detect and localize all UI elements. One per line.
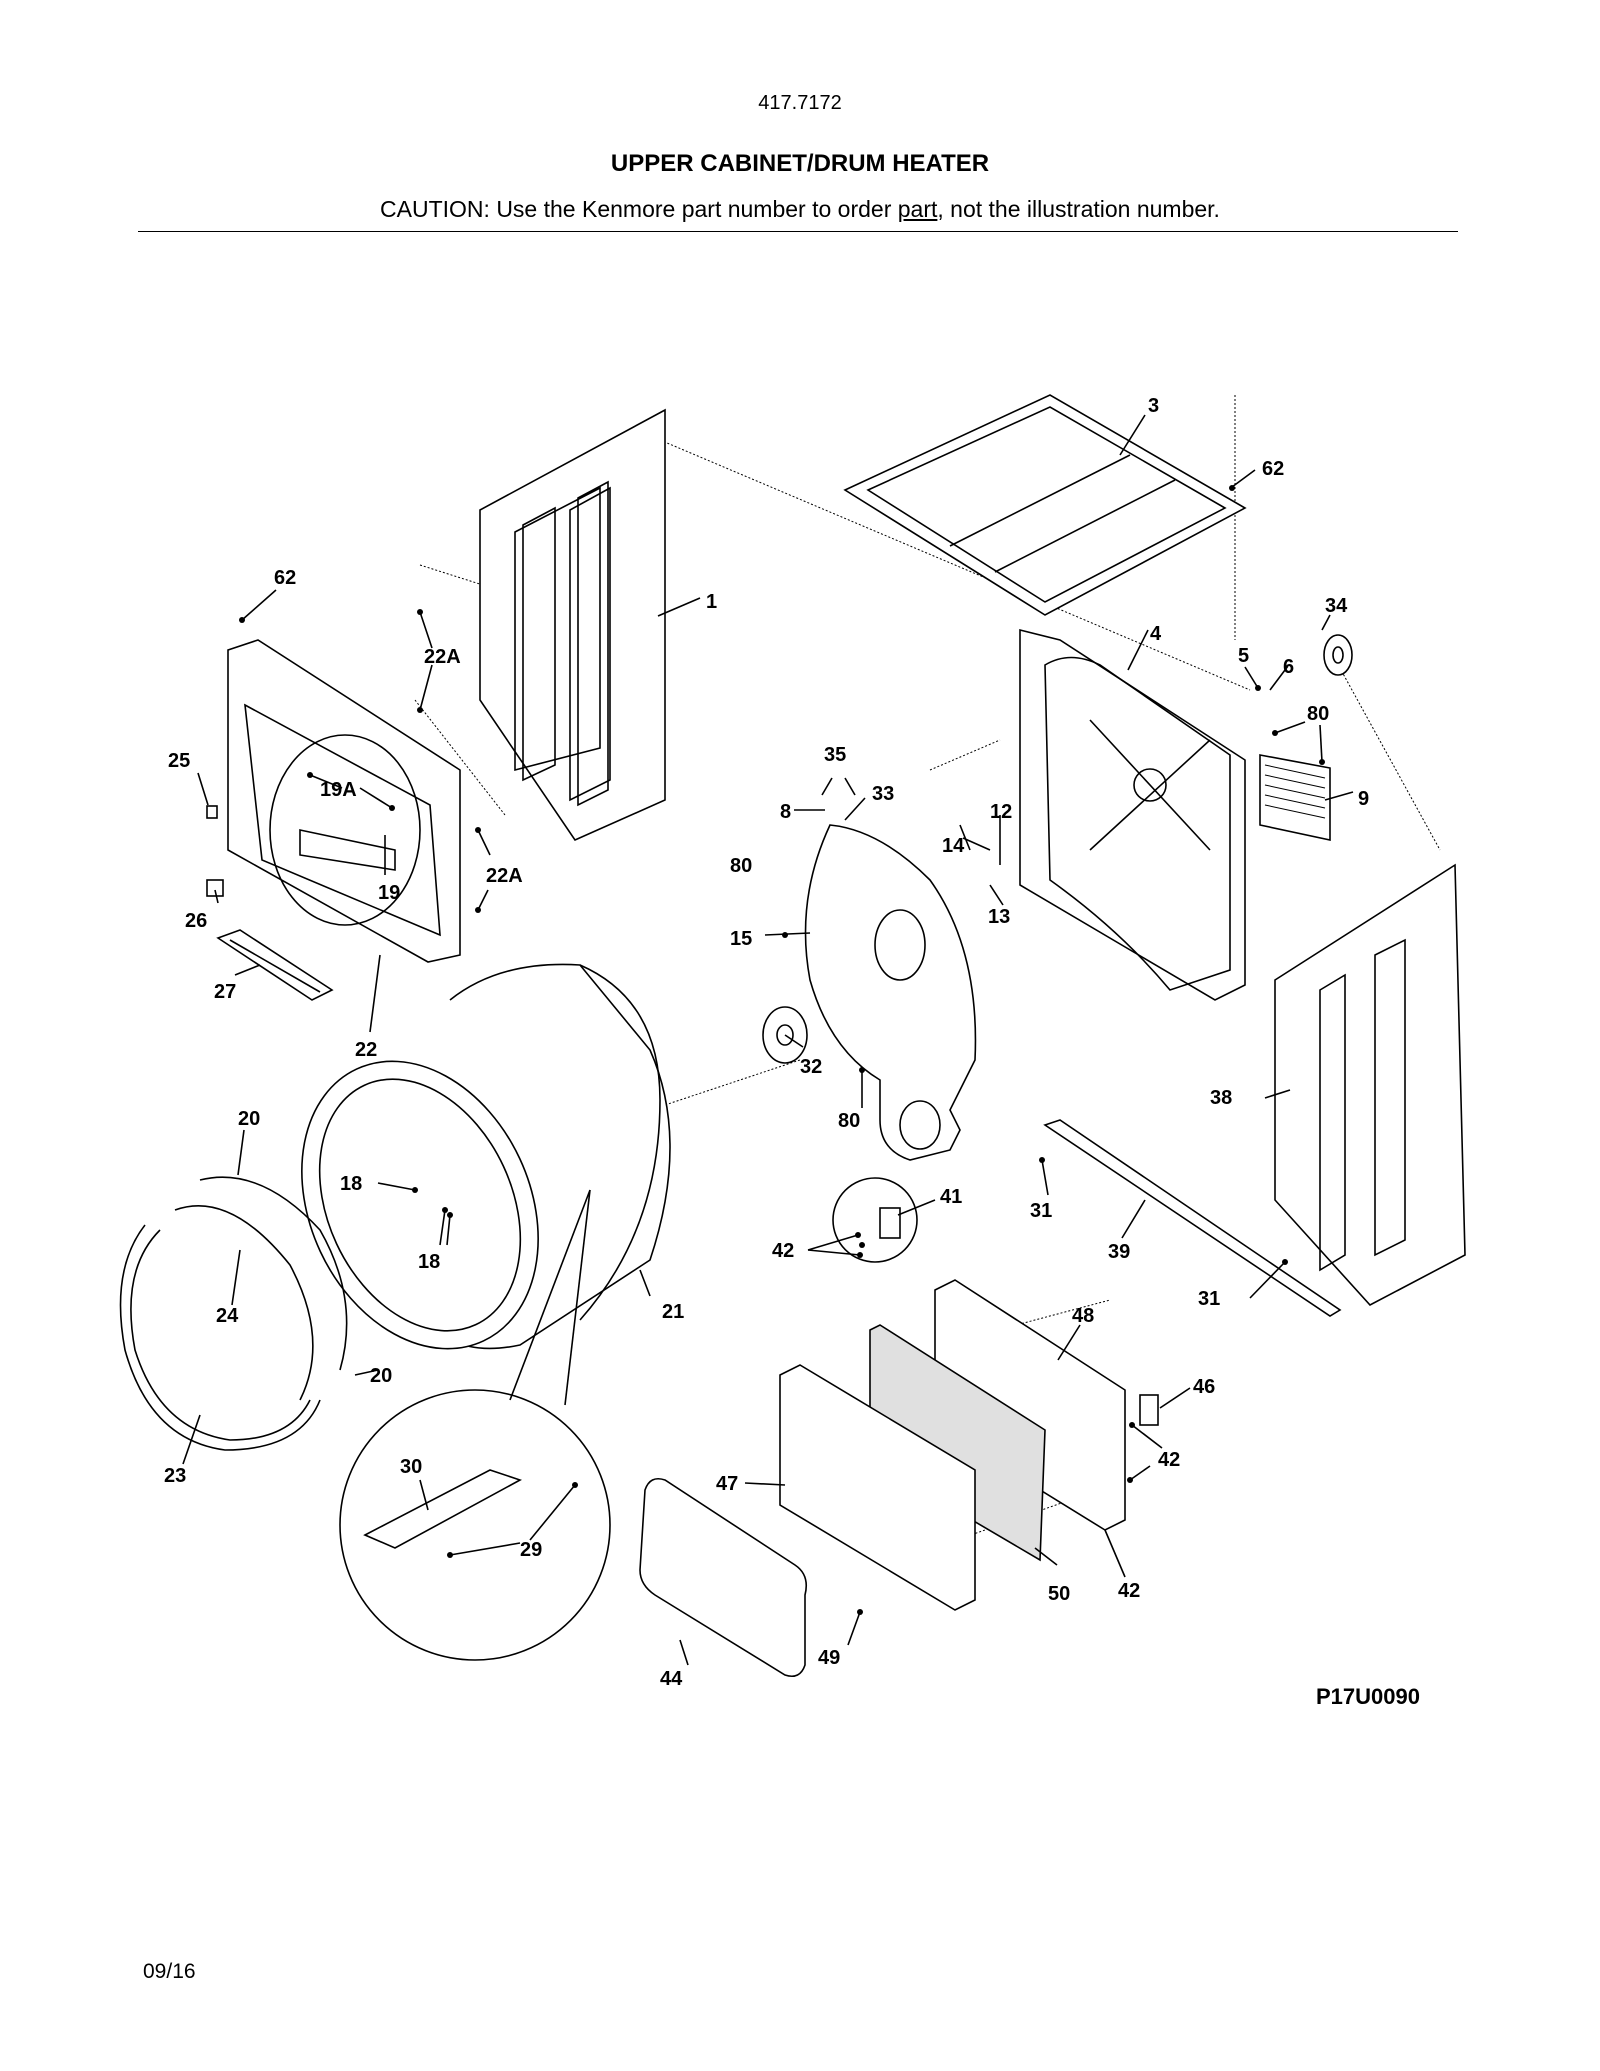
figure-code: P17U0090 bbox=[1316, 1684, 1420, 1709]
door-switch-part-26 bbox=[206, 879, 224, 897]
callout-46: 46 bbox=[1193, 1376, 1215, 1398]
grommet-part-34 bbox=[1323, 634, 1353, 676]
thermostat-part-46 bbox=[1139, 1394, 1159, 1426]
bulkhead-part-15 bbox=[804, 824, 977, 1161]
callout-9: 9 bbox=[1358, 788, 1369, 810]
callout-50: 50 bbox=[1048, 1583, 1070, 1605]
callout-22a-upper: 22A bbox=[424, 646, 461, 668]
callout-22: 22 bbox=[355, 1039, 377, 1061]
callout-20-upper: 20 bbox=[238, 1108, 260, 1130]
drum-rings-parts-20-23-24 bbox=[119, 1176, 348, 1451]
callout-24: 24 bbox=[216, 1305, 239, 1327]
right-side-panel-part-38 bbox=[1274, 863, 1466, 1306]
callout-22a-lower: 22A bbox=[486, 865, 523, 887]
callout-80-right: 80 bbox=[1307, 703, 1329, 725]
callout-1: 1 bbox=[706, 591, 717, 613]
callout-62-right: 62 bbox=[1262, 458, 1284, 480]
callout-44: 44 bbox=[660, 1668, 683, 1690]
callout-labels: 3 62 1 62 22A 22A 25 19A 19 26 27 22 4 5… bbox=[164, 395, 1369, 1690]
callout-31-upper: 31 bbox=[1030, 1200, 1052, 1222]
caution-prefix: CAUTION: Use the Kenmore part number to … bbox=[380, 196, 898, 222]
magnifier-41 bbox=[832, 1177, 918, 1263]
filter-handle-part-27 bbox=[216, 929, 334, 1001]
callout-42-right: 42 bbox=[1158, 1449, 1180, 1471]
callout-25: 25 bbox=[168, 750, 190, 772]
fastener-dots bbox=[239, 485, 1325, 1615]
caution-suffix: , not the illustration number. bbox=[937, 196, 1220, 222]
callout-26: 26 bbox=[185, 910, 207, 932]
screw-part-25 bbox=[206, 805, 218, 819]
callout-80-lower: 80 bbox=[838, 1110, 860, 1132]
callout-31-lower: 31 bbox=[1198, 1288, 1220, 1310]
callout-80-upper: 80 bbox=[730, 855, 752, 877]
model-number: 417.7172 bbox=[758, 92, 842, 114]
rail-part-39 bbox=[1043, 1119, 1342, 1317]
callout-13: 13 bbox=[988, 906, 1010, 928]
callout-23: 23 bbox=[164, 1465, 186, 1487]
page-title: UPPER CABINET/DRUM HEATER bbox=[610, 150, 990, 177]
callout-48: 48 bbox=[1072, 1305, 1094, 1327]
caution-underlined-word: part bbox=[897, 196, 938, 222]
callout-42-left: 42 bbox=[772, 1240, 794, 1262]
callout-19a: 19A bbox=[320, 779, 357, 801]
callout-34: 34 bbox=[1325, 595, 1348, 617]
callout-21: 21 bbox=[662, 1301, 684, 1323]
front-panel-part-22 bbox=[227, 639, 461, 963]
magnifier-parts-29-30 bbox=[339, 1189, 611, 1661]
caution-text: CAUTION: Use the Kenmore part number to … bbox=[0, 196, 1600, 223]
callout-4: 4 bbox=[1150, 623, 1162, 645]
callout-18-lower: 18 bbox=[418, 1251, 440, 1273]
top-panel-part-3 bbox=[843, 394, 1247, 616]
callout-62-left: 62 bbox=[274, 567, 296, 589]
heater-assembly-parts-44-47-48-50 bbox=[639, 1279, 1126, 1678]
callout-33: 33 bbox=[872, 783, 894, 805]
callout-30: 30 bbox=[400, 1456, 422, 1478]
callout-42-bottom: 42 bbox=[1118, 1580, 1140, 1602]
callout-35: 35 bbox=[824, 744, 846, 766]
exhaust-grille-part-9 bbox=[1259, 754, 1331, 841]
drum-part-21 bbox=[301, 963, 671, 1350]
bracket-part-41 bbox=[879, 1207, 901, 1239]
callout-15: 15 bbox=[730, 928, 752, 950]
revision-date: 09/16 bbox=[143, 1960, 196, 1983]
callout-49: 49 bbox=[818, 1647, 840, 1669]
callout-6: 6 bbox=[1283, 656, 1294, 678]
callout-20-lower: 20 bbox=[370, 1365, 392, 1387]
callout-27: 27 bbox=[214, 981, 236, 1003]
rear-panel-part-4 bbox=[1019, 628, 1246, 1001]
callout-29: 29 bbox=[520, 1539, 542, 1561]
callout-32: 32 bbox=[800, 1056, 822, 1078]
left-side-panel-part-1 bbox=[479, 408, 666, 842]
callout-18-upper: 18 bbox=[340, 1173, 362, 1195]
callout-14: 14 bbox=[942, 835, 965, 857]
callout-41: 41 bbox=[940, 1186, 962, 1208]
callout-12: 12 bbox=[990, 801, 1012, 823]
callout-5: 5 bbox=[1238, 645, 1249, 667]
callout-38: 38 bbox=[1210, 1087, 1232, 1109]
callout-3: 3 bbox=[1148, 395, 1159, 417]
callout-19: 19 bbox=[378, 882, 400, 904]
callout-8: 8 bbox=[780, 801, 791, 823]
callout-47: 47 bbox=[716, 1473, 738, 1495]
header-rule bbox=[138, 231, 1458, 232]
callout-39: 39 bbox=[1108, 1241, 1130, 1263]
